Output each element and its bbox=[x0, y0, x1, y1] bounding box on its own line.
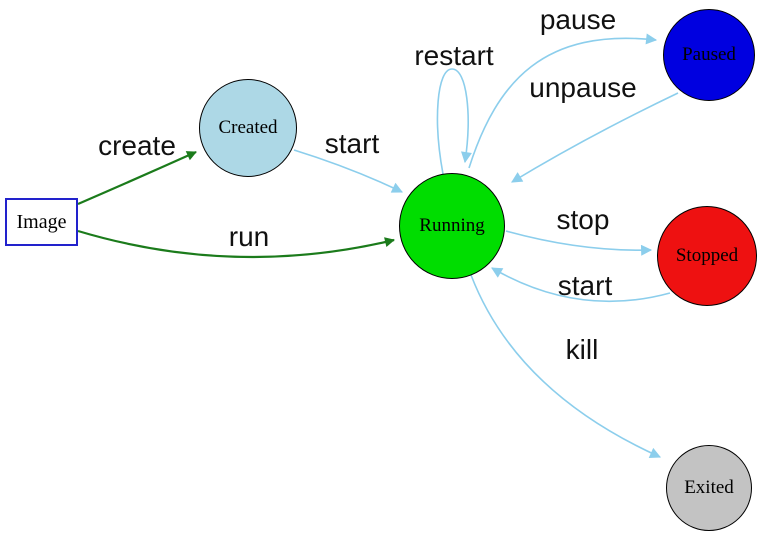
edge-start-arrow bbox=[293, 149, 403, 193]
edge-unpause-arrow bbox=[511, 92, 679, 183]
node-created-label: Created bbox=[218, 117, 278, 138]
edge-label-stop: stop bbox=[556, 204, 610, 235]
node-running-label: Running bbox=[419, 215, 485, 236]
edge-start2-arrow bbox=[491, 267, 671, 303]
edge-stop-arrow bbox=[505, 230, 653, 256]
node-image-label: Image bbox=[16, 210, 67, 233]
node-running: Running bbox=[399, 173, 505, 279]
node-paused: Paused bbox=[663, 9, 755, 101]
edge-run-arrow bbox=[77, 229, 395, 259]
node-stopped-label: Stopped bbox=[675, 245, 739, 266]
edge-restart-self-loop-arrow bbox=[436, 68, 472, 175]
edge-label-unpause: unpause bbox=[529, 72, 637, 103]
edge-label-pause: pause bbox=[539, 4, 617, 35]
edge-label-create: create bbox=[98, 130, 176, 161]
node-exited-label: Exited bbox=[684, 477, 734, 498]
edge-pause-arrow bbox=[468, 33, 658, 169]
node-exited: Exited bbox=[666, 445, 752, 531]
node-created: Created bbox=[199, 79, 297, 177]
edge-kill-arrow bbox=[470, 274, 662, 458]
node-image: Image bbox=[5, 198, 78, 246]
edge-label-start2: start bbox=[557, 270, 613, 301]
edge-label-restart: restart bbox=[414, 40, 494, 71]
node-stopped: Stopped bbox=[657, 206, 757, 306]
node-paused-label: Paused bbox=[682, 44, 736, 65]
edge-label-kill: kill bbox=[565, 334, 599, 365]
edge-label-start: start bbox=[324, 128, 380, 159]
edge-create-arrow bbox=[77, 150, 197, 206]
edge-label-run: run bbox=[228, 221, 270, 252]
